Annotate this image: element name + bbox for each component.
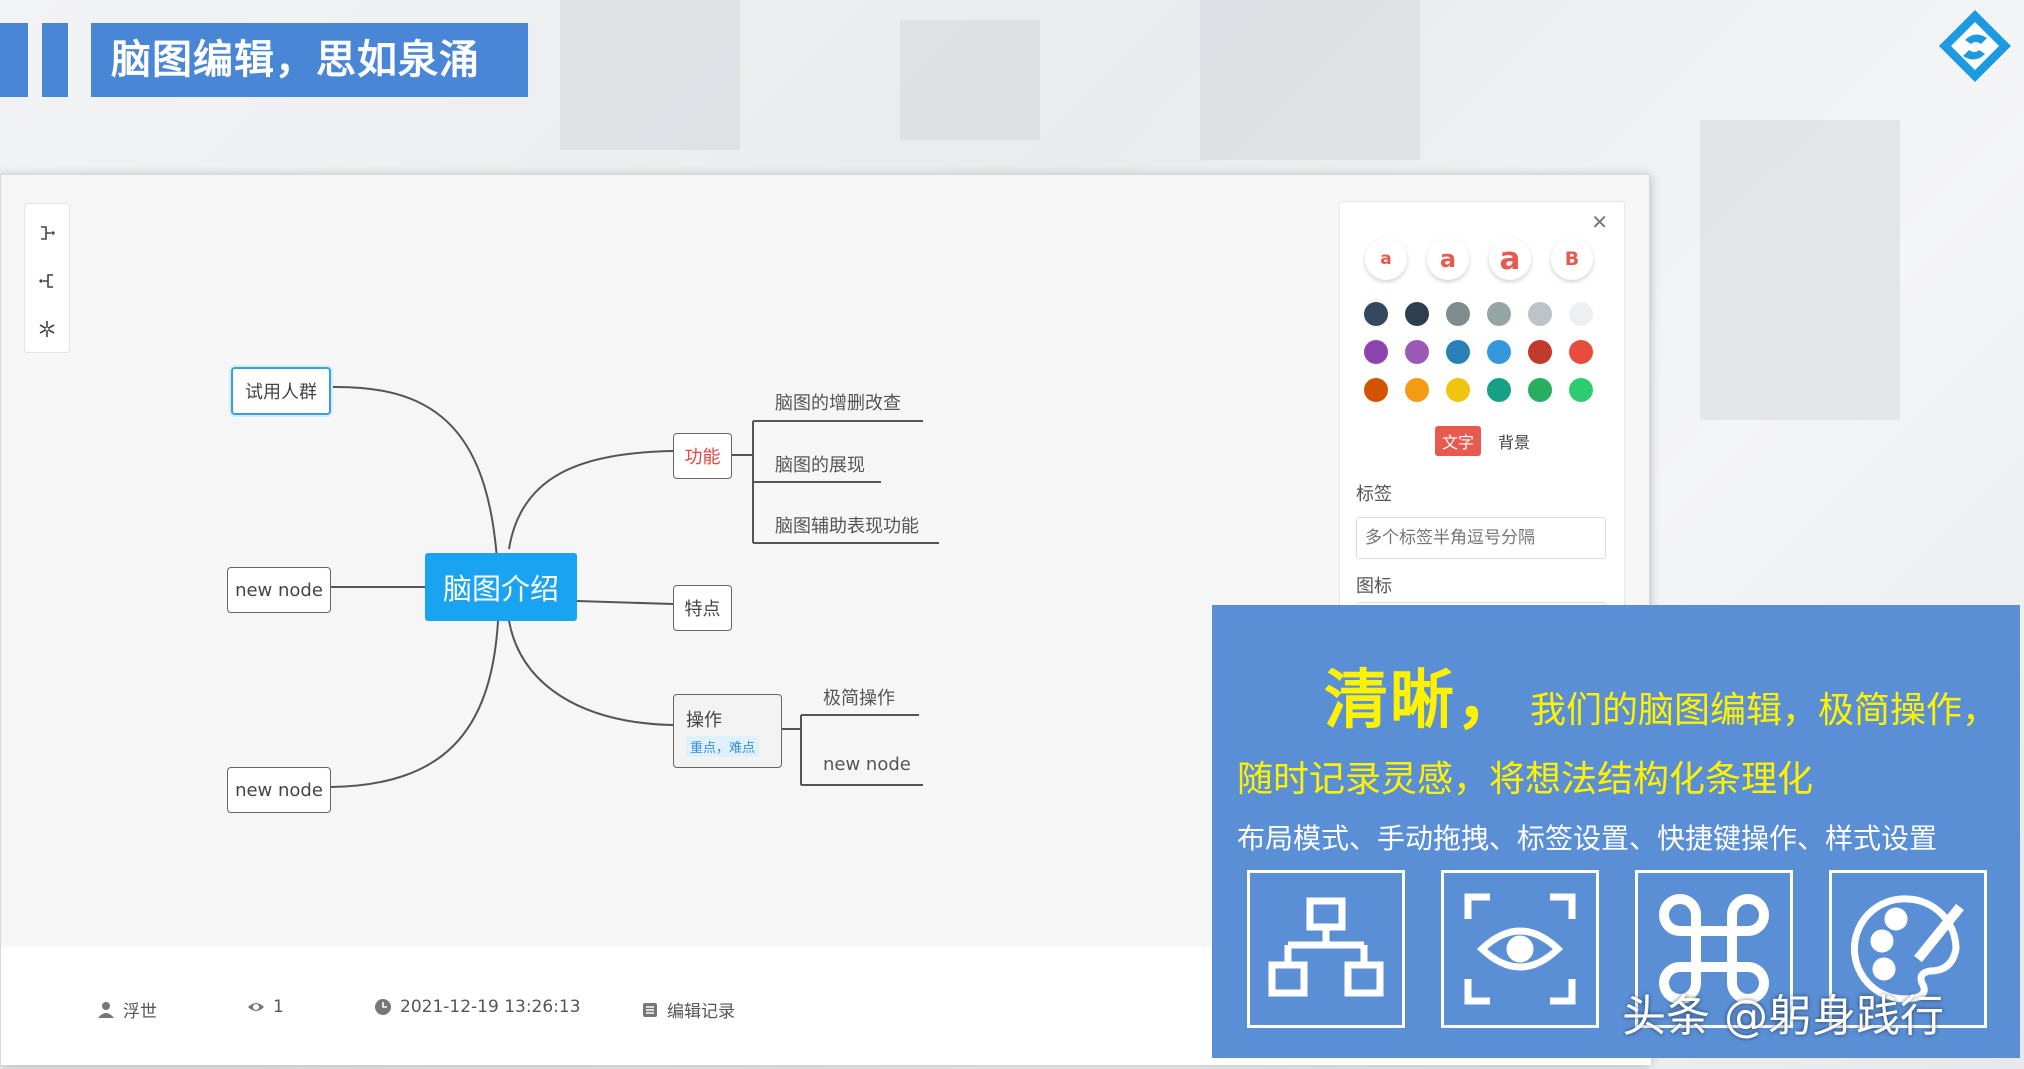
color-swatch[interactable] bbox=[1487, 302, 1511, 326]
promo-line-2: 随时记录灵感，将想法结构化条理化 bbox=[1237, 759, 1814, 800]
mindmap-node[interactable]: 特点 bbox=[673, 585, 732, 631]
mindmap-root-node[interactable]: 脑图介绍 bbox=[425, 553, 577, 621]
promo-feature-icons bbox=[1247, 870, 1987, 1028]
color-swatch[interactable] bbox=[1446, 378, 1470, 402]
color-swatch[interactable] bbox=[1364, 340, 1388, 364]
mindmap-connectors bbox=[330, 385, 939, 788]
color-swatch[interactable] bbox=[1569, 378, 1593, 402]
mindmap-node[interactable]: new node bbox=[227, 767, 331, 813]
text-color-mode-button[interactable]: 文字 bbox=[1435, 426, 1482, 456]
background-building bbox=[1700, 120, 1900, 420]
watermark: 头条 @躬身践行 bbox=[1622, 991, 1944, 1042]
mindmap-leaf[interactable]: 脑图的展现 bbox=[775, 455, 865, 476]
palette-icon bbox=[1829, 870, 1987, 1028]
layout-right-button[interactable] bbox=[35, 218, 59, 248]
icons-label: 图标 bbox=[1356, 576, 1392, 597]
color-swatch-grid bbox=[1364, 302, 1593, 402]
color-swatch[interactable] bbox=[1364, 302, 1388, 326]
promo-headline: 清晰， bbox=[1324, 664, 1522, 738]
author-name: 浮世 bbox=[123, 1002, 157, 1022]
color-swatch[interactable] bbox=[1364, 378, 1388, 402]
hierarchy-icon bbox=[1247, 870, 1405, 1028]
background-building bbox=[560, 0, 740, 150]
updated-time: 2021-12-19 13:26:13 bbox=[400, 997, 581, 1017]
user-icon bbox=[98, 1001, 114, 1018]
layout-left-button[interactable] bbox=[35, 266, 59, 296]
promo-overlay: 清晰， 我们的脑图编辑，极简操作， 随时记录灵感，将想法结构化条理化 布局模式、… bbox=[1212, 605, 2020, 1058]
color-swatch[interactable] bbox=[1487, 378, 1511, 402]
clock-icon bbox=[375, 999, 391, 1015]
color-swatch[interactable] bbox=[1446, 302, 1470, 326]
color-swatch[interactable] bbox=[1528, 302, 1552, 326]
edit-history-link[interactable]: 编辑记录 bbox=[641, 997, 735, 1022]
footer-author: 浮世 bbox=[97, 997, 157, 1022]
background-color-mode-button[interactable]: 背景 bbox=[1498, 433, 1531, 452]
edit-history-label: 编辑记录 bbox=[667, 1002, 735, 1022]
font-size-small-button[interactable]: a bbox=[1365, 238, 1407, 280]
header-accent-bar bbox=[42, 23, 68, 97]
color-swatch[interactable] bbox=[1528, 340, 1552, 364]
color-swatch[interactable] bbox=[1528, 378, 1552, 402]
color-swatch[interactable] bbox=[1569, 302, 1593, 326]
command-key-icon bbox=[1635, 870, 1793, 1028]
mindmap-leaf[interactable]: new node bbox=[823, 754, 911, 775]
bold-button[interactable]: B bbox=[1551, 238, 1593, 280]
list-icon bbox=[643, 1002, 657, 1017]
mindmap-node[interactable]: new node bbox=[227, 567, 331, 613]
header-accent-bar bbox=[0, 23, 28, 97]
color-swatch[interactable] bbox=[1487, 340, 1511, 364]
color-swatch[interactable] bbox=[1405, 302, 1429, 326]
promo-line-3: 布局模式、手动拖拽、标签设置、快捷键操作、样式设置 bbox=[1237, 822, 1938, 855]
color-swatch[interactable] bbox=[1405, 340, 1429, 364]
font-size-medium-button[interactable]: a bbox=[1427, 238, 1469, 280]
color-mode-toggle: 文字 背景 bbox=[1435, 426, 1537, 456]
layout-toolbar bbox=[24, 203, 70, 353]
mindmap-node[interactable]: 功能 bbox=[673, 433, 732, 479]
layout-left-icon bbox=[39, 274, 53, 288]
close-icon[interactable]: ✕ bbox=[1591, 210, 1608, 234]
layout-right-icon bbox=[41, 226, 55, 240]
footer-datetime: 2021-12-19 13:26:13 bbox=[374, 997, 581, 1017]
color-swatch[interactable] bbox=[1569, 340, 1593, 364]
promo-line-1: 清晰， 我们的脑图编辑，极简操作， bbox=[1324, 649, 1998, 741]
color-swatch[interactable] bbox=[1405, 378, 1429, 402]
font-size-large-button[interactable]: a bbox=[1489, 238, 1531, 280]
footer-views: 1 bbox=[247, 997, 284, 1017]
font-size-buttons: a a a B bbox=[1365, 238, 1593, 280]
layout-radial-icon bbox=[39, 321, 55, 337]
page-title: 脑图编辑，思如泉涌 bbox=[91, 23, 528, 97]
background-building bbox=[1200, 0, 1420, 160]
view-count: 1 bbox=[273, 997, 284, 1017]
background-building bbox=[900, 20, 1040, 140]
color-swatch[interactable] bbox=[1446, 340, 1470, 364]
node-tags: 重点，难点 bbox=[686, 735, 760, 757]
eye-focus-icon bbox=[1441, 870, 1599, 1028]
layout-radial-button[interactable] bbox=[35, 314, 59, 344]
tags-label: 标签 bbox=[1356, 484, 1392, 505]
brand-logo-icon bbox=[1939, 10, 2011, 82]
tags-input[interactable] bbox=[1356, 517, 1606, 559]
mindmap-leaf[interactable]: 脑图辅助表现功能 bbox=[775, 516, 919, 537]
mindmap-leaf[interactable]: 脑图的增删改查 bbox=[775, 393, 901, 414]
node-style-panel: ✕ a a a B 文字 背景 标签 图标 bbox=[1339, 201, 1625, 644]
mindmap-leaf[interactable]: 极简操作 bbox=[823, 688, 895, 709]
promo-subline: 我们的脑图编辑，极简操作， bbox=[1530, 690, 1999, 731]
mindmap-node[interactable]: 试用人群 bbox=[231, 367, 331, 415]
eye-icon bbox=[248, 1003, 264, 1011]
node-label: 操作 bbox=[686, 709, 722, 731]
mindmap-node[interactable]: 操作 重点，难点 bbox=[673, 694, 782, 768]
